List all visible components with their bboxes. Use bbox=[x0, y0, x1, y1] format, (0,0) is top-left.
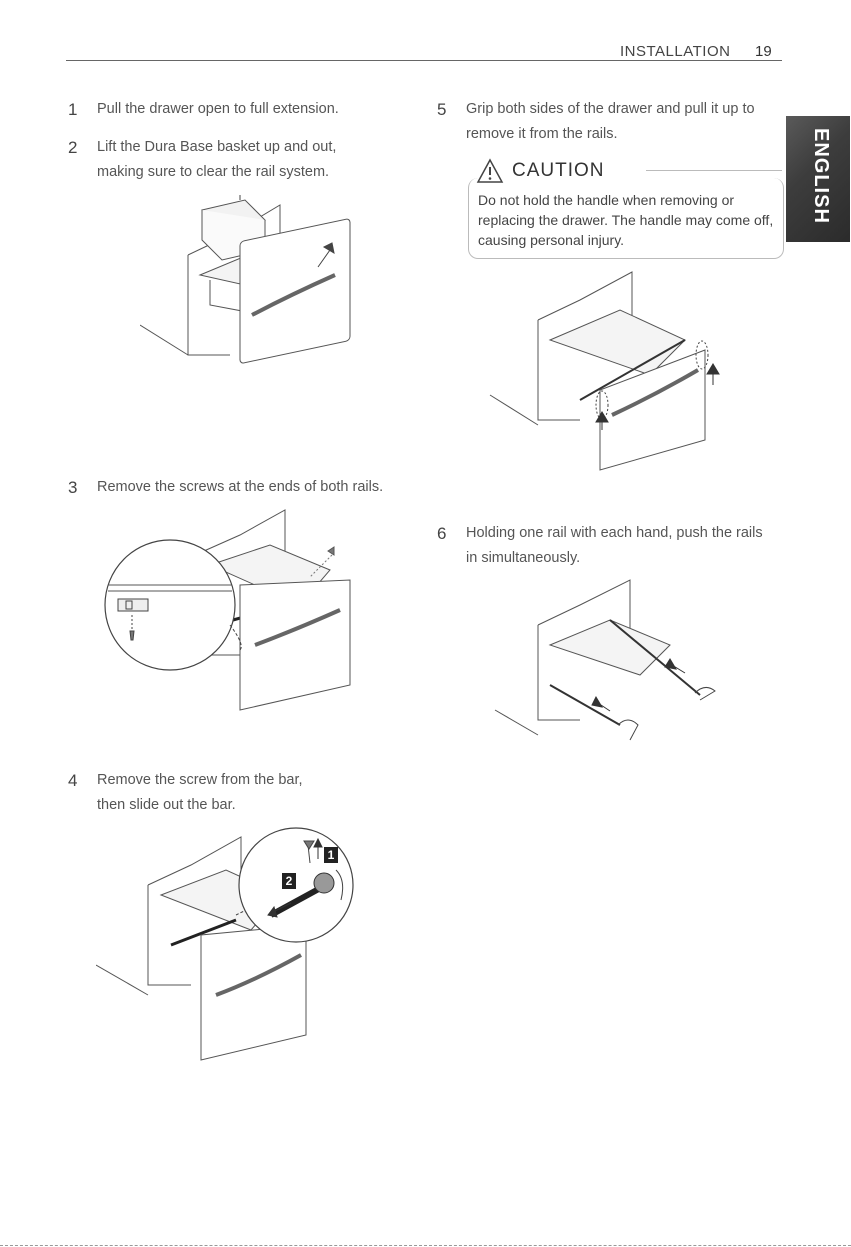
figure-remove-rail-screws bbox=[100, 505, 360, 715]
language-tab-label: ENGLISH bbox=[808, 128, 832, 224]
step-2: 2 Lift the Dura Base basket up and out, … bbox=[97, 135, 372, 185]
callout-2: 2 bbox=[282, 873, 296, 889]
caution-title: CAUTION bbox=[512, 160, 605, 182]
caution-heading: CAUTION bbox=[476, 158, 605, 184]
step-number: 4 bbox=[68, 768, 77, 793]
step-6: 6 Holding one rail with each hand, push … bbox=[466, 521, 776, 571]
figure-remove-basket bbox=[140, 195, 370, 395]
step-3: 3 Remove the screws at the ends of both … bbox=[97, 475, 427, 500]
step-text: Remove the screws at the ends of both ra… bbox=[97, 475, 427, 500]
caution-text: Do not hold the handle when removing or … bbox=[478, 190, 778, 250]
warning-triangle-icon bbox=[476, 158, 504, 184]
section-title: INSTALLATION bbox=[620, 43, 730, 60]
step-text: Pull the drawer open to full extension. bbox=[97, 97, 397, 122]
step-text: Holding one rail with each hand, push th… bbox=[466, 521, 776, 571]
figure-remove-bar: 1 2 bbox=[96, 825, 366, 1075]
header-rule bbox=[66, 60, 782, 61]
step-number: 2 bbox=[68, 135, 77, 160]
step-text: Lift the Dura Base basket up and out, ma… bbox=[97, 135, 372, 185]
figure-lift-drawer bbox=[480, 270, 740, 475]
step-number: 6 bbox=[437, 521, 446, 546]
step-text: Remove the screw from the bar, then slid… bbox=[97, 768, 327, 818]
step-number: 1 bbox=[68, 97, 77, 122]
callout-1: 1 bbox=[324, 847, 338, 863]
step-number: 5 bbox=[437, 97, 446, 122]
step-4: 4 Remove the screw from the bar, then sl… bbox=[97, 768, 327, 818]
step-text: Grip both sides of the drawer and pull i… bbox=[466, 97, 782, 147]
step-1: 1 Pull the drawer open to full extension… bbox=[97, 97, 397, 122]
language-tab: ENGLISH bbox=[786, 116, 850, 242]
step-5: 5 Grip both sides of the drawer and pull… bbox=[466, 97, 782, 147]
figure-push-rails bbox=[490, 575, 720, 770]
caution-rule bbox=[646, 170, 782, 171]
step-number: 3 bbox=[68, 475, 77, 500]
page-number: 19 bbox=[755, 43, 772, 60]
